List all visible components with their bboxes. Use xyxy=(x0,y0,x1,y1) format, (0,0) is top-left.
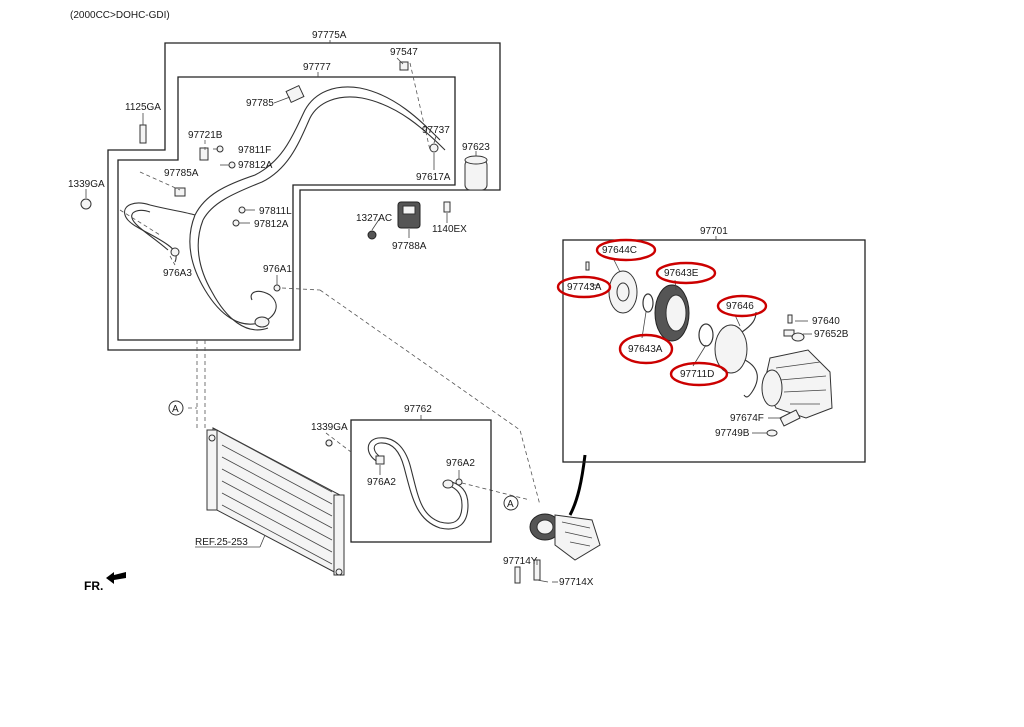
part-1339GA-mid-label: 1339GA xyxy=(311,422,348,433)
compressor-assembly-label: 97701 xyxy=(700,226,728,237)
svg-text:A: A xyxy=(507,499,514,510)
part-97785A-label: 97785A xyxy=(164,168,199,179)
part-1140EX-label: 1140EX xyxy=(432,224,467,235)
compressor-leaders xyxy=(590,259,812,434)
section-marker-a-right: A xyxy=(503,495,519,511)
highlight-97711D xyxy=(669,361,729,387)
part-97812A-top-label: 97812A xyxy=(238,160,273,171)
1339GA-mid-leader xyxy=(325,432,352,453)
part-97617A-label: 97617A xyxy=(416,172,451,183)
part-97714X-label: 97714X xyxy=(559,577,594,588)
small-fittings xyxy=(80,61,439,292)
inner-assembly-box xyxy=(117,76,456,341)
part-97811F-label: 97811F xyxy=(238,145,271,156)
part-97737-label: 97737 xyxy=(422,125,450,136)
part-97749B-label: 97749B xyxy=(715,428,750,439)
part-97643E-label: 97643E xyxy=(664,268,699,279)
part-97714Y-label: 97714Y xyxy=(503,556,538,567)
part-97674F-label: 97674F xyxy=(730,413,764,424)
clutch-exploded-parts xyxy=(585,261,833,437)
part-976A2-left-label: 976A2 xyxy=(367,477,396,488)
part-976A1-label: 976A1 xyxy=(263,264,292,275)
engine-code-header: (2000CC>DOHC-GDI) xyxy=(70,10,170,21)
part-97644C-label: 97644C xyxy=(602,245,637,256)
outer-assembly-label: 97775A xyxy=(312,30,347,41)
part-97643A-label: 97643A xyxy=(628,344,663,355)
suction-liquid-hoses xyxy=(124,86,446,331)
compressor-main xyxy=(514,454,601,584)
highlight-97643A xyxy=(618,333,674,365)
front-arrow-icon xyxy=(106,572,126,584)
svg-text:A: A xyxy=(172,404,179,415)
part-97711D-label: 97711D xyxy=(680,369,714,380)
part-97652B-label: 97652B xyxy=(814,329,849,340)
highlight-97643E xyxy=(655,261,717,285)
part-97623-label: 97623 xyxy=(462,142,490,153)
discharge-hose xyxy=(325,437,469,530)
part-976A3-label: 976A3 xyxy=(163,268,192,279)
highlight-97743A xyxy=(556,275,612,299)
reference-label: REF.25-253 xyxy=(195,537,248,548)
discharge-hose-label: 97762 xyxy=(404,404,432,415)
highlight-marks xyxy=(556,238,768,387)
pressure-sensor xyxy=(367,201,451,240)
part-97721B-label: 97721B xyxy=(188,130,223,141)
part-97785-label: 97785 xyxy=(246,98,274,109)
connection-dash-lines xyxy=(188,287,541,506)
compressor-assembly-box xyxy=(562,239,866,463)
part-1339GA-left-label: 1339GA xyxy=(68,179,105,190)
main-leaders xyxy=(85,57,477,285)
part-97812A-bottom-label: 97812A xyxy=(254,219,289,230)
part-97743A-label: 97743A xyxy=(567,282,602,293)
outer-assembly-box xyxy=(107,42,501,351)
highlight-97644C xyxy=(595,238,657,262)
inner-assembly-label: 97777 xyxy=(303,62,331,73)
part-97811L-label: 97811L xyxy=(259,206,292,217)
part-97646-label: 97646 xyxy=(726,301,754,312)
front-orientation-label: FR. xyxy=(84,579,103,593)
part-1125GA-label: 1125GA xyxy=(125,102,161,113)
ref-leader-tick xyxy=(259,534,266,548)
section-marker-a-left: A xyxy=(168,400,184,416)
receiver-drier xyxy=(464,155,488,191)
part-97640-label: 97640 xyxy=(812,316,840,327)
part-1327AC-label: 1327AC xyxy=(356,213,392,224)
part-976A2-right-label: 976A2 xyxy=(446,458,475,469)
part-97547-label: 97547 xyxy=(390,47,418,58)
part-97788A-label: 97788A xyxy=(392,241,427,252)
condenser xyxy=(206,427,345,576)
highlight-97646 xyxy=(716,294,768,318)
